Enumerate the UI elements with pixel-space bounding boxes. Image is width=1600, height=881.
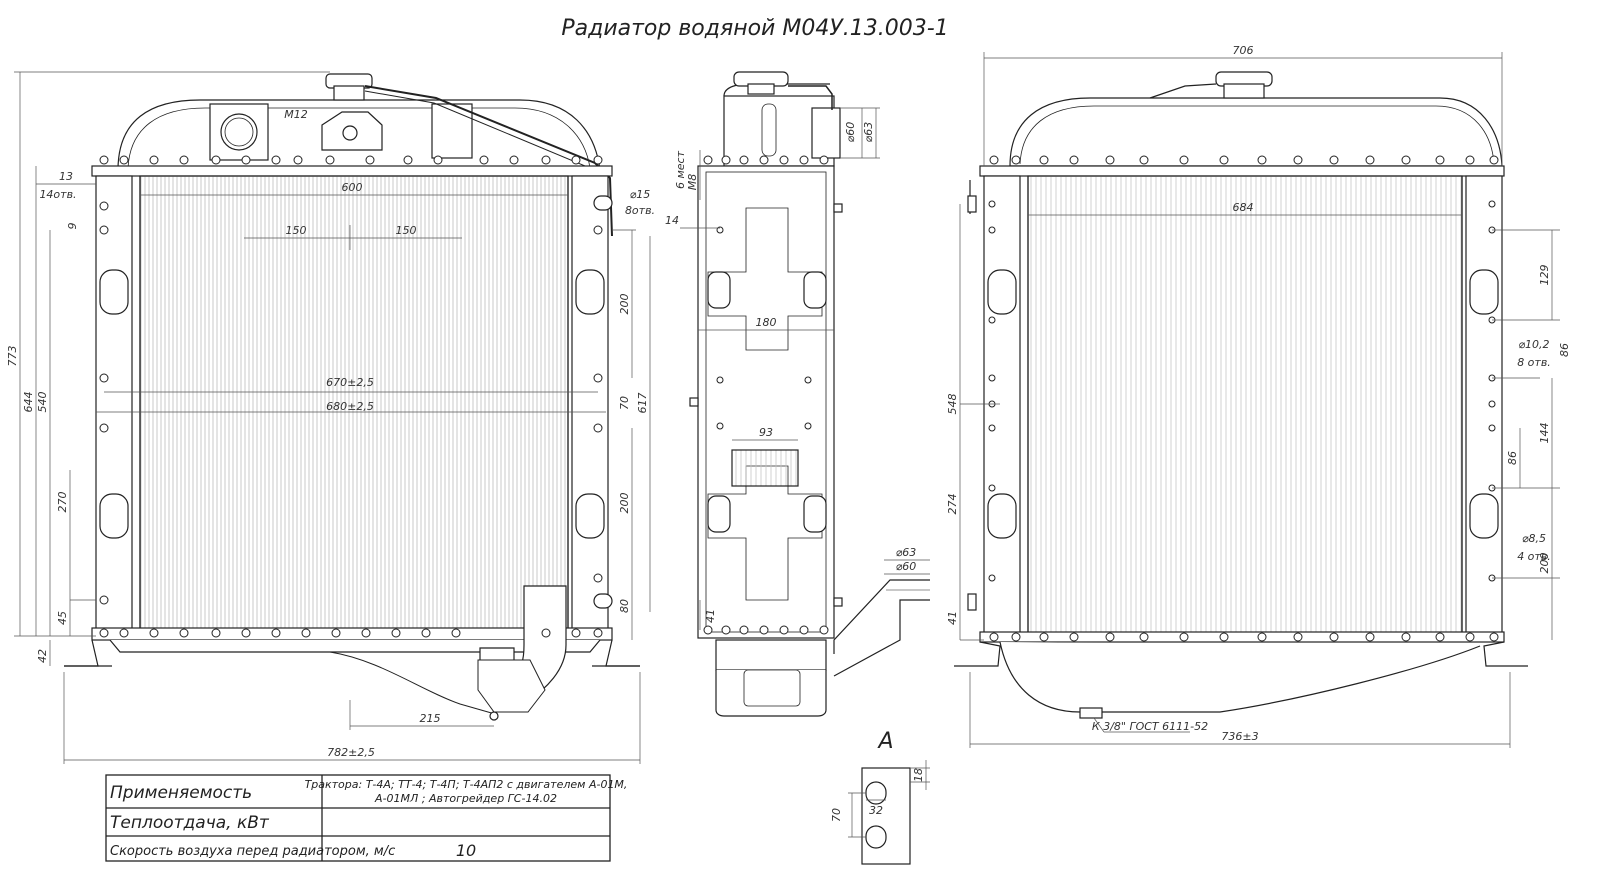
dia-60: ⌀60 bbox=[844, 122, 857, 143]
row-applicability-value-line2: А-01МЛ ; Автогрейдер ГС-14.02 bbox=[374, 792, 557, 805]
dia-60-outlet: ⌀60 bbox=[896, 560, 917, 573]
front-view bbox=[64, 73, 640, 721]
thread-m8: М8 bbox=[686, 174, 699, 191]
dim-14: 14 bbox=[665, 214, 679, 227]
row-air-speed-value: 10 bbox=[456, 841, 476, 860]
dim-42: 42 bbox=[36, 649, 49, 663]
row-heat-output-label: Теплоотдача, кВт bbox=[110, 813, 270, 833]
front-top-bolts bbox=[99, 155, 603, 638]
dim-180: 180 bbox=[756, 316, 777, 329]
dim-41-side: 41 bbox=[704, 609, 717, 623]
places-6: 6 мест bbox=[674, 150, 687, 189]
section-label-a: А bbox=[876, 729, 893, 754]
dia-8-5: ⌀8,5 bbox=[1522, 532, 1546, 545]
dim-41-rear: 41 bbox=[946, 611, 959, 625]
dim-width-overall: 782±2,5 bbox=[327, 746, 375, 759]
dim-680: 680±2,5 bbox=[326, 400, 374, 413]
front-dimension-lines bbox=[14, 71, 651, 764]
dia-15: ⌀15 bbox=[630, 188, 651, 201]
dim-93: 93 bbox=[759, 426, 773, 439]
drain-plug-label: К 3/8" ГОСТ 6111-52 bbox=[1092, 720, 1208, 733]
dim-684: 684 bbox=[1233, 201, 1254, 214]
spec-table-text: Применяемость Трактора: Т-4А; ТТ-4; Т-4П… bbox=[110, 778, 627, 860]
dim-86-lower: 86 bbox=[1506, 451, 1519, 465]
dim-86-upper: 86 bbox=[1558, 343, 1571, 357]
dim-274: 274 bbox=[946, 494, 959, 515]
dim-150-right: 150 bbox=[396, 224, 417, 237]
row-air-speed-label: Скорость воздуха перед радиатором, м/с bbox=[110, 844, 395, 859]
rear-view bbox=[954, 71, 1528, 719]
dim-200-rear: 200 bbox=[1538, 553, 1551, 574]
dim-200-upper: 200 bbox=[618, 294, 631, 315]
dim-270: 270 bbox=[56, 492, 69, 513]
dim-773: 773 bbox=[6, 346, 19, 367]
dia-63: ⌀63 bbox=[862, 122, 875, 143]
holes-8: 8отв. bbox=[625, 204, 655, 217]
dim-80: 80 bbox=[618, 599, 631, 613]
detail-a-dimension-lines bbox=[848, 760, 930, 838]
dim-617: 617 bbox=[636, 393, 649, 414]
detail-dim-70: 70 bbox=[830, 808, 843, 822]
holes-8-rear: 8 отв. bbox=[1517, 356, 1551, 369]
drawing-title: Радиатор водяной М04У.13.003-1 bbox=[561, 16, 948, 41]
side-bolts bbox=[703, 155, 829, 635]
dim-600: 600 bbox=[342, 181, 363, 194]
dim-129: 129 bbox=[1538, 265, 1551, 286]
dim-70: 70 bbox=[618, 396, 631, 410]
holes-4: 4 отв. bbox=[1517, 550, 1551, 563]
detail-a-labels: А 18 32 70 bbox=[830, 729, 925, 822]
dim-200-lower: 200 bbox=[618, 493, 631, 514]
side-view bbox=[689, 71, 930, 717]
rear-bolts bbox=[988, 155, 1499, 642]
side-dimension-lines bbox=[680, 107, 930, 630]
dim-540: 540 bbox=[36, 392, 49, 413]
side-dimension-labels: М8 6 мест 14 ⌀60 ⌀63 180 93 41 ⌀63 ⌀60 bbox=[665, 122, 916, 623]
dim-144: 144 bbox=[1538, 423, 1551, 444]
dia-63-outlet: ⌀63 bbox=[896, 546, 917, 559]
row-applicability-value: Трактора: Т-4А; ТТ-4; Т-4П; Т-4АП2 с дви… bbox=[305, 778, 628, 791]
detail-dim-18: 18 bbox=[912, 768, 925, 782]
dim-45: 45 bbox=[56, 611, 69, 625]
rear-dimension-lines bbox=[959, 52, 1560, 748]
dim-706: 706 bbox=[1233, 44, 1254, 57]
dim-736: 736±3 bbox=[1221, 730, 1258, 743]
dim-670: 670±2,5 bbox=[326, 376, 374, 389]
front-dimension-labels: 782±2,5 215 600 150 150 670±2,5 680±2,5 … bbox=[6, 108, 655, 759]
dim-215: 215 bbox=[420, 712, 441, 725]
dim-548: 548 bbox=[946, 394, 959, 415]
thread-m12: М12 bbox=[284, 108, 308, 121]
dim-150-left: 150 bbox=[286, 224, 307, 237]
dim-9: 9 bbox=[66, 223, 79, 230]
spec-table bbox=[105, 774, 611, 862]
dia-10-2: ⌀10,2 bbox=[1518, 338, 1549, 351]
dim-644: 644 bbox=[22, 392, 35, 413]
dim-13: 13 bbox=[59, 170, 73, 183]
holes-14: 14отв. bbox=[39, 188, 76, 201]
rear-dimension-labels: 706 684 129 ⌀10,2 8 отв. 86 144 86 ⌀8,5 … bbox=[946, 44, 1571, 743]
row-applicability-label: Применяемость bbox=[110, 783, 252, 803]
detail-dim-32: 32 bbox=[869, 804, 883, 817]
